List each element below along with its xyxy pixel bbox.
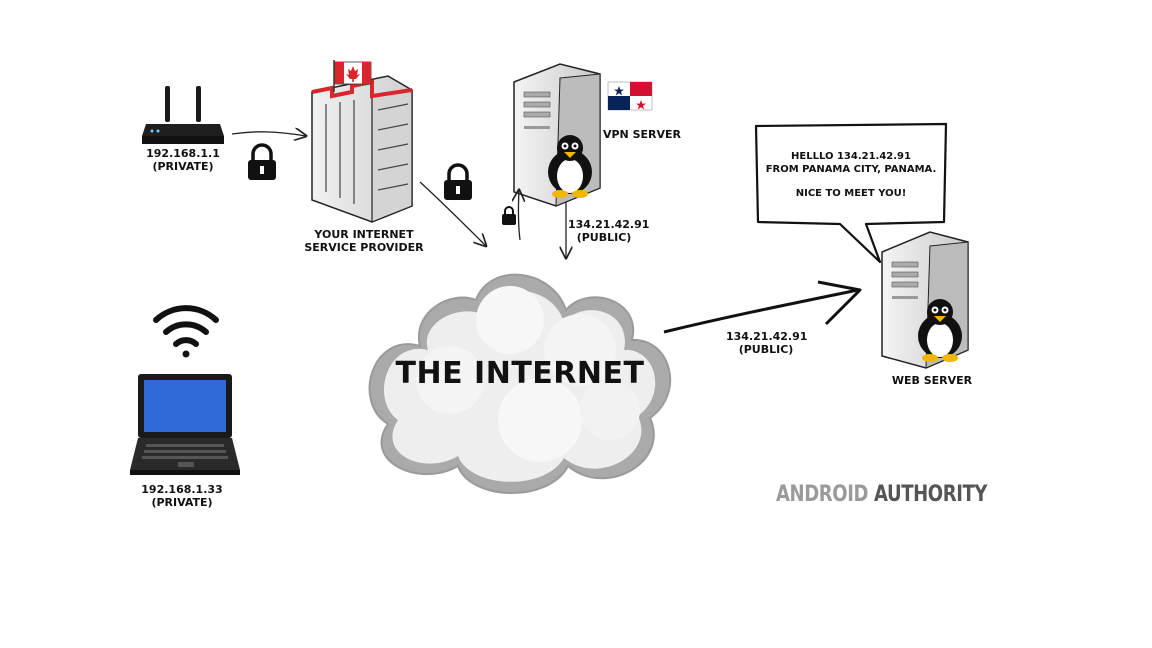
vpn-address-label: 134.21.42.91 (PUBLIC) bbox=[568, 218, 650, 244]
speech-line2: FROM PANAMA CITY, PANAMA. bbox=[765, 164, 937, 175]
penguin-icon bbox=[548, 135, 592, 198]
brand-part1: ANDROID bbox=[776, 482, 869, 507]
brand-part2: AUTHORITY bbox=[873, 482, 988, 507]
panama-flag-icon bbox=[607, 81, 653, 111]
web-ip-type: (PUBLIC) bbox=[738, 343, 794, 356]
wifi-icon bbox=[153, 305, 219, 358]
internet-label: THE INTERNET bbox=[395, 356, 645, 391]
arrow-internet-to-vpn bbox=[518, 190, 520, 241]
laptop-label: 192.168.1.33 (PRIVATE) bbox=[136, 483, 228, 509]
vpn-ip: 134.21.42.91 bbox=[568, 218, 650, 231]
building-icon bbox=[311, 60, 413, 223]
router-ip: 192.168.1.1 bbox=[146, 147, 220, 160]
speech-bubble-text: HELLLO 134.21.42.91 FROM PANAMA CITY, PA… bbox=[756, 126, 946, 222]
brand-logo: ANDROID AUTHORITY bbox=[776, 482, 987, 507]
web-server-label: WEB SERVER bbox=[891, 374, 973, 387]
web-address-label: 134.21.42.91 (PUBLIC) bbox=[726, 330, 808, 356]
isp-line1: YOUR INTERNET bbox=[314, 228, 414, 241]
web-ip: 134.21.42.91 bbox=[726, 330, 808, 343]
speech-line1: HELLLO 134.21.42.91 bbox=[791, 151, 911, 162]
vpn-ip-type: (PUBLIC) bbox=[576, 231, 632, 244]
speech-line3: NICE TO MEET YOU! bbox=[795, 188, 907, 199]
lock-icon bbox=[502, 206, 516, 225]
router-type: (PRIVATE) bbox=[152, 160, 214, 173]
arrow-internet-to-webserver bbox=[663, 280, 862, 334]
canada-flag-icon bbox=[334, 61, 372, 85]
arrow-isp-to-internet bbox=[419, 181, 486, 246]
speech-bubble-icon bbox=[754, 122, 948, 264]
laptop-icon bbox=[130, 374, 240, 475]
cloud-icon bbox=[368, 273, 672, 494]
laptop-type: (PRIVATE) bbox=[151, 496, 213, 509]
lock-icon bbox=[444, 163, 472, 200]
isp-label: YOUR INTERNET SERVICE PROVIDER bbox=[296, 228, 432, 254]
isp-line2: SERVICE PROVIDER bbox=[304, 241, 424, 254]
connection-arrows bbox=[231, 132, 566, 258]
laptop-ip: 192.168.1.33 bbox=[141, 483, 223, 496]
router-label: 192.168.1.1 (PRIVATE) bbox=[140, 147, 226, 173]
arrow-router-to-isp bbox=[231, 132, 306, 136]
router-icon bbox=[142, 86, 224, 144]
lock-icon bbox=[248, 143, 276, 180]
penguin-icon bbox=[918, 299, 962, 362]
vpn-server-label: VPN SERVER bbox=[602, 128, 681, 141]
